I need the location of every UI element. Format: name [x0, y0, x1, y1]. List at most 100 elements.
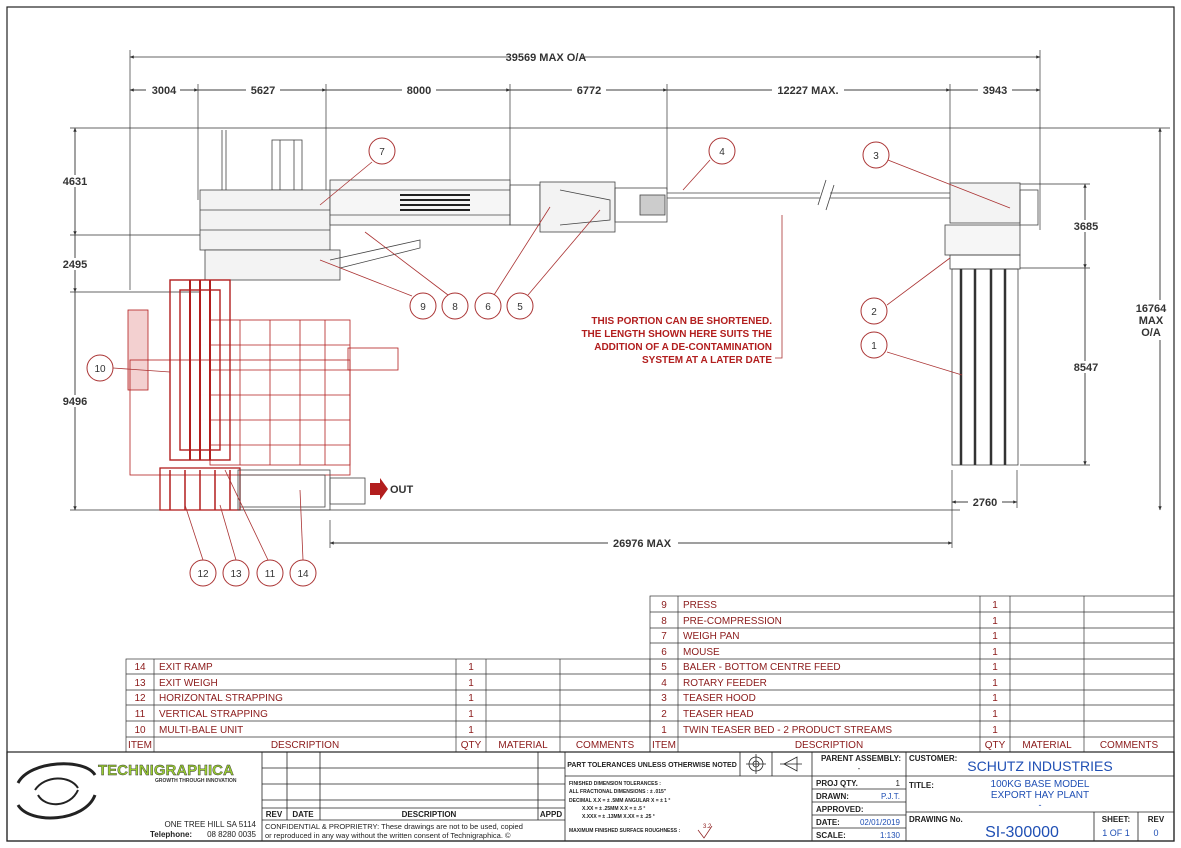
- dim-overall: 39569 MAX O/A: [506, 52, 587, 64]
- tol-xx: X.XX = ± .25MM X.X = ± .5 °: [582, 806, 645, 812]
- svg-text:ITEM: ITEM: [652, 740, 676, 751]
- balloon-2: 2: [860, 257, 951, 325]
- balloon-9: 9: [319, 259, 437, 320]
- tol-finished: FINISHED DIMENSION TOLERANCES :: [569, 781, 661, 787]
- address: ONE TREE HILL SA 5114: [165, 820, 257, 829]
- balloon-4: 4: [682, 137, 736, 191]
- svg-text:12: 12: [134, 693, 146, 704]
- balloon-5: 5: [506, 209, 601, 320]
- svg-text:1: 1: [992, 662, 998, 673]
- svg-text:5: 5: [517, 302, 523, 313]
- svg-text:11: 11: [135, 709, 146, 720]
- svg-text:MULTI-BALE UNIT: MULTI-BALE UNIT: [159, 725, 243, 736]
- tol-xxx: X.XXX = ± .13MM X.XX = ± .25 °: [582, 814, 655, 820]
- svg-text:13: 13: [230, 569, 242, 580]
- bom-left-header: ITEM DESCRIPTION QTY MATERIAL COMMENTS: [128, 740, 634, 751]
- svg-text:12: 12: [197, 569, 209, 580]
- teaser-bed-assembly: [944, 182, 1039, 466]
- svg-text:EXIT WEIGH: EXIT WEIGH: [159, 678, 218, 689]
- rev-label: REV: [1148, 815, 1165, 824]
- dim-seg-6: 3943: [983, 85, 1007, 97]
- sheet-value: 1 OF 1: [1102, 828, 1130, 838]
- svg-text:TWIN TEASER BED - 2 PRODUCT ST: TWIN TEASER BED - 2 PRODUCT STREAMS: [683, 725, 892, 736]
- logo-text: TECHNIGRAPHICA: [98, 762, 234, 779]
- bom-right-header: ITEM DESCRIPTION QTY MATERIAL COMMENTS: [652, 740, 1158, 751]
- svg-text:13: 13: [134, 678, 146, 689]
- dim-seg-1: 3004: [152, 85, 177, 97]
- dim-right-total-3: O/A: [1141, 327, 1161, 339]
- svg-text:1: 1: [468, 662, 474, 673]
- dim-left-2: 2495: [63, 259, 87, 271]
- proj-qty-value: 1: [896, 779, 901, 788]
- drawing-no-label: DRAWING No.: [909, 815, 963, 824]
- roughness-symbol-icon: [697, 825, 713, 839]
- svg-text:1: 1: [992, 631, 998, 642]
- rev-col-rev: REV: [266, 810, 283, 819]
- title-line-2: EXPORT HAY PLANT: [991, 790, 1089, 801]
- svg-text:14: 14: [134, 662, 146, 673]
- balloon-6: 6: [474, 206, 551, 320]
- dim-left-3: 9496: [63, 396, 87, 408]
- svg-text:PRE-COMPRESSION: PRE-COMPRESSION: [683, 616, 782, 627]
- parent-assembly-value: -: [858, 764, 861, 773]
- svg-text:9: 9: [420, 302, 426, 313]
- balloon-12: 12: [184, 504, 217, 587]
- balloon-13: 13: [219, 504, 250, 587]
- svg-text:7: 7: [661, 631, 667, 642]
- balloon-14: 14: [289, 489, 317, 587]
- confidential-line-2: or reproduced in any way without the wri…: [265, 831, 511, 840]
- svg-text:BALER - BOTTOM CENTRE FEED: BALER - BOTTOM CENTRE FEED: [683, 662, 841, 673]
- svg-text:VERTICAL STRAPPING: VERTICAL STRAPPING: [159, 709, 268, 720]
- svg-text:EXIT RAMP: EXIT RAMP: [159, 662, 213, 673]
- svg-text:1: 1: [468, 693, 474, 704]
- dim-bottom-right: 2760: [973, 497, 997, 509]
- svg-text:1: 1: [661, 725, 667, 736]
- drawn-value: P.J.T.: [881, 792, 900, 801]
- svg-text:5: 5: [661, 662, 667, 673]
- bom-table-right: [649, 595, 1175, 753]
- technigraphica-logo: TECHNIGRAPHICA GROWTH THROUGH INNOVATION…: [16, 762, 257, 839]
- svg-text:3: 3: [661, 693, 667, 704]
- note-line-3: ADDITION OF A DE-CONTAMINATION: [594, 342, 772, 353]
- note-line-4: SYSTEM AT A LATER DATE: [642, 355, 772, 366]
- svg-text:QTY: QTY: [985, 740, 1006, 751]
- proj-qty-label: PROJ QTY.: [816, 779, 858, 788]
- out-arrow-icon: [370, 478, 388, 500]
- svg-text:1: 1: [468, 709, 474, 720]
- svg-text:MATERIAL: MATERIAL: [498, 740, 548, 751]
- title-line-1: 100KG BASE MODEL: [991, 779, 1090, 790]
- sheet-label: SHEET:: [1102, 815, 1130, 824]
- dim-left-1: 4631: [63, 176, 87, 188]
- shorten-note: THIS PORTION CAN BE SHORTENED. THE LENGT…: [581, 215, 783, 366]
- title-block-grid: [6, 751, 1175, 842]
- svg-text:8: 8: [452, 302, 458, 313]
- telephone: 08 8280 0035: [207, 830, 256, 839]
- svg-text:1: 1: [992, 616, 998, 627]
- rev-col-description: DESCRIPTION: [402, 810, 457, 819]
- svg-text:1: 1: [468, 725, 474, 736]
- svg-text:PRESS: PRESS: [683, 600, 717, 611]
- date-label: DATE:: [816, 818, 840, 827]
- balloon-3: 3: [862, 141, 1011, 209]
- svg-text:QTY: QTY: [461, 740, 482, 751]
- svg-text:MATERIAL: MATERIAL: [1022, 740, 1072, 751]
- svg-text:11: 11: [265, 569, 276, 580]
- drawing-no-value: SI-300000: [985, 824, 1059, 841]
- svg-text:DESCRIPTION: DESCRIPTION: [271, 740, 339, 751]
- svg-text:COMMENTS: COMMENTS: [576, 740, 635, 751]
- svg-text:4: 4: [661, 678, 667, 689]
- svg-text:6: 6: [485, 302, 491, 313]
- svg-text:1: 1: [992, 693, 998, 704]
- bom-left-row: 11 VERTICAL STRAPPING 1: [135, 709, 474, 720]
- svg-text:ITEM: ITEM: [128, 740, 152, 751]
- customer-label: CUSTOMER:: [909, 754, 957, 763]
- projection-symbol-icon: [746, 754, 802, 774]
- confidential-line-1: CONFIDENTIAL & PROPRIETRY: These drawing…: [265, 822, 523, 831]
